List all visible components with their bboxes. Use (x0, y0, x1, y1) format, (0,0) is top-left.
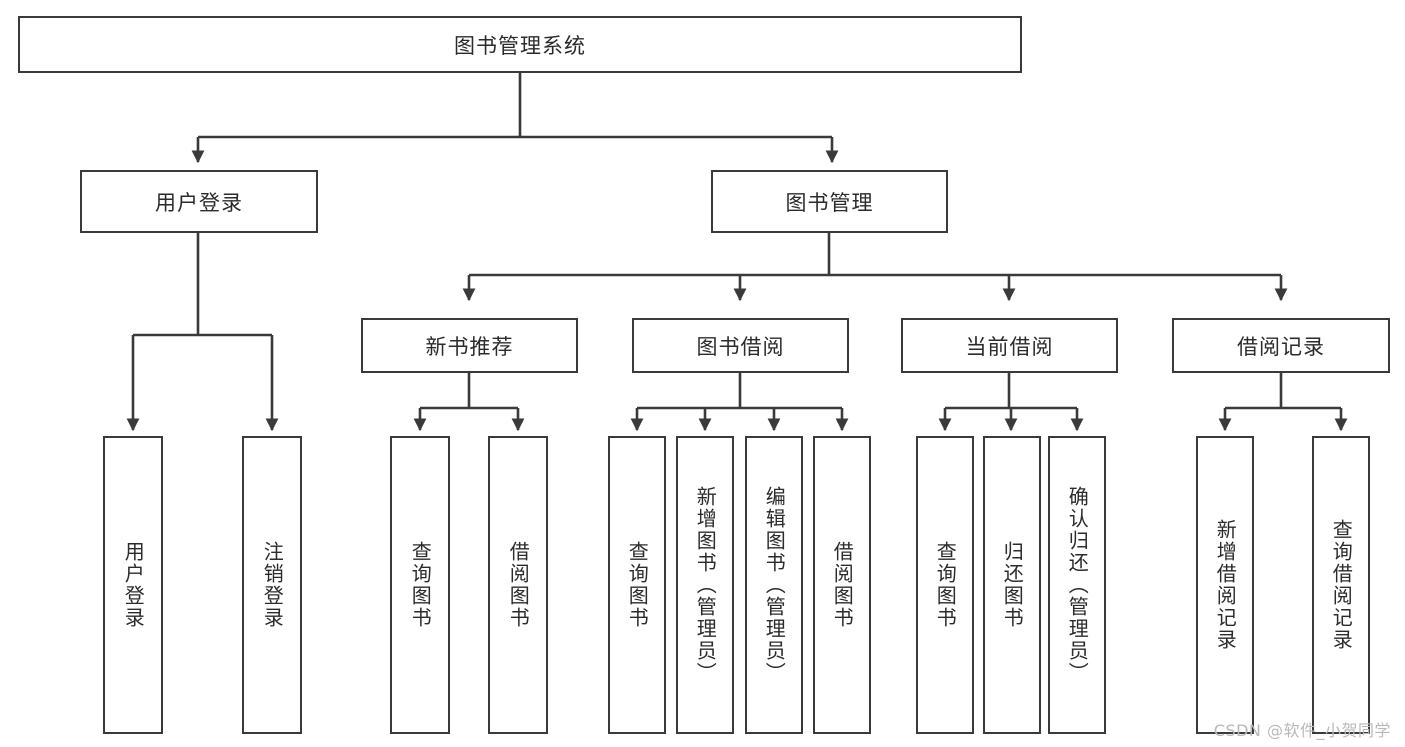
leaf-book-borrow-edit-book-admin[interactable]: 编辑图书（管理员） (745, 436, 803, 734)
node-book-management[interactable]: 图书管理 (711, 170, 948, 233)
node-borrow-record[interactable]: 借阅记录 (1172, 318, 1390, 373)
node-label: 当前借阅 (965, 334, 1054, 359)
node-label: 用户登录 (155, 190, 243, 215)
node-label: 新增图书（管理员） (693, 486, 718, 684)
node-label: 借阅图书 (830, 541, 855, 629)
node-label: 新增借阅记录 (1213, 519, 1238, 651)
node-label: 查询图书 (625, 541, 650, 629)
node-label: 确认归还（管理员） (1065, 486, 1090, 684)
node-label: 归还图书 (1000, 541, 1025, 629)
node-book-borrow[interactable]: 图书借阅 (632, 318, 849, 373)
node-root-book-management-system[interactable]: 图书管理系统 (18, 16, 1022, 73)
leaf-new-book-query-book[interactable]: 查询图书 (390, 436, 450, 734)
leaf-user-login-login[interactable]: 用户登录 (103, 436, 163, 734)
node-label: 借阅记录 (1237, 334, 1325, 359)
node-label: 新书推荐 (425, 334, 514, 359)
leaf-book-borrow-query-book[interactable]: 查询图书 (608, 436, 666, 734)
node-user-login[interactable]: 用户登录 (80, 170, 318, 233)
leaf-new-book-borrow-book[interactable]: 借阅图书 (488, 436, 548, 734)
node-label: 注销登录 (260, 541, 285, 629)
node-label: 查询图书 (933, 541, 958, 629)
node-label: 借阅图书 (506, 541, 531, 629)
node-label: 图书管理 (785, 190, 874, 215)
watermark-text: CSDN @软件_小贺同学 (1213, 721, 1391, 740)
node-label: 图书管理系统 (454, 33, 586, 58)
leaf-book-borrow-borrow-book[interactable]: 借阅图书 (813, 436, 871, 734)
leaf-user-login-logout[interactable]: 注销登录 (242, 436, 302, 734)
leaf-current-borrow-confirm-return-admin[interactable]: 确认归还（管理员） (1048, 436, 1106, 734)
leaf-current-borrow-query-book[interactable]: 查询图书 (916, 436, 974, 734)
node-label: 编辑图书（管理员） (762, 486, 787, 684)
node-label: 用户登录 (121, 541, 146, 629)
node-current-borrow[interactable]: 当前借阅 (901, 318, 1118, 373)
leaf-current-borrow-return-book[interactable]: 归还图书 (983, 436, 1041, 734)
node-label: 查询图书 (408, 541, 433, 629)
leaf-borrow-record-query-record[interactable]: 查询借阅记录 (1312, 436, 1370, 734)
leaf-book-borrow-add-book-admin[interactable]: 新增图书（管理员） (676, 436, 734, 734)
node-new-book-recommend[interactable]: 新书推荐 (361, 318, 578, 373)
node-label: 查询借阅记录 (1329, 519, 1354, 651)
leaf-borrow-record-add-record[interactable]: 新增借阅记录 (1196, 436, 1254, 734)
node-label: 图书借阅 (696, 334, 785, 359)
